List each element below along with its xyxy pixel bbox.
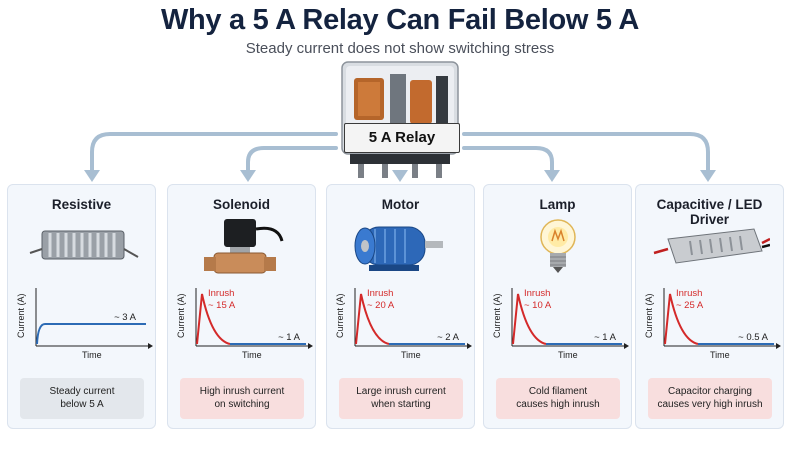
steady-value: ~ 2 A [437,332,460,343]
resistor-icon [29,230,139,260]
panel-caption: Steady current below 5 A [20,378,144,419]
panel-caption: Capacitor charging causes very high inrus… [648,378,772,419]
inrush-curve [355,293,390,345]
y-axis-label: Current (A) [176,293,186,338]
y-axis-label: Current (A) [335,293,345,338]
x-axis-label: Time [242,350,262,360]
y-axis-label: Current (A) [492,293,502,338]
current-graph: Current (A) Time ~ 1 A Inrush~ 10 A [492,288,629,360]
inrush-value: ~ 20 A [367,300,395,311]
caption-line: Cold filament [528,386,588,397]
inrush-value: ~ 10 A [524,300,552,311]
caption-line: causes very high inrush [657,399,763,410]
relay-icon [341,61,459,178]
panel-title: Solenoid [213,197,270,212]
panel-title: Lamp [539,197,576,212]
steady-value: ~ 0.5 A [738,332,769,343]
steady-curve [36,323,146,345]
load-panel-resistive: Resistive Current (A) Time ~ 3 A Steady … [7,184,156,429]
y-axis-label: Current (A) [644,293,654,338]
x-axis-label: Time [710,350,730,360]
steady-value: ~ 1 A [278,332,301,343]
current-graph: Current (A) Time ~ 1 A Inrush~ 15 A [176,288,313,360]
x-axis-label: Time [401,350,421,360]
x-axis-label: Time [82,350,102,360]
relay-label: 5 A Relay [344,123,460,153]
load-panel-capacitive-led-driver: Capacitive / LED Driver Current (A) Time… [635,184,784,429]
panel-title: Capacitive / LED Driver [656,197,763,227]
steady-value: ~ 1 A [594,332,617,343]
panel-title: Motor [381,197,420,212]
page-title: Why a 5 A Relay Can Fail Below 5 A [160,4,640,36]
inrush-curve [196,293,231,345]
y-axis-label: Current (A) [16,293,26,338]
current-graph: Current (A) Time ~ 0.5 A Inrush~ 25 A [644,288,781,360]
panel-caption: High inrush current on switching [180,378,304,419]
caption-line: Capacitor charging [668,386,752,397]
lamp-icon [540,219,576,273]
inrush-label: Inrush [367,288,393,299]
panel-title: Resistive [51,197,112,212]
panel-caption: Cold filament causes high inrush [496,378,620,419]
inrush-value: ~ 25 A [676,300,704,311]
inrush-label: Inrush [208,288,234,299]
current-graph: Current (A) Time ~ 2 A Inrush~ 20 A [335,288,472,360]
caption-line: causes high inrush [516,399,600,410]
caption-line: High inrush current [199,386,285,397]
steady-value: ~ 3 A [114,312,137,323]
caption-line: below 5 A [60,399,104,410]
page-subtitle: Steady current does not show switching s… [245,40,555,57]
inrush-label: Inrush [676,288,702,299]
inrush-curve [512,293,547,345]
led-driver-icon [653,228,770,264]
caption-line: Large inrush current [356,386,446,397]
load-panel-motor: Motor Current (A) Time ~ 2 A Inrush~ 20 … [326,184,475,429]
load-panel-solenoid: Solenoid Current (A) Time ~ 1 A Inrush~ … [167,184,316,429]
motor-icon [354,226,443,271]
caption-line: on switching [214,399,270,410]
inrush-value: ~ 15 A [208,300,236,311]
load-panel-lamp: Lamp Current (A) Time ~ 1 A Inrush~ 10 A… [483,184,632,429]
caption-line: when starting [371,399,431,410]
inrush-curve [664,293,699,345]
solenoid-valve-icon [204,219,284,274]
panel-caption: Large inrush current when starting [339,378,463,419]
x-axis-label: Time [558,350,578,360]
caption-line: Steady current [49,386,115,397]
current-graph: Current (A) Time ~ 3 A [16,288,153,360]
inrush-label: Inrush [524,288,550,299]
